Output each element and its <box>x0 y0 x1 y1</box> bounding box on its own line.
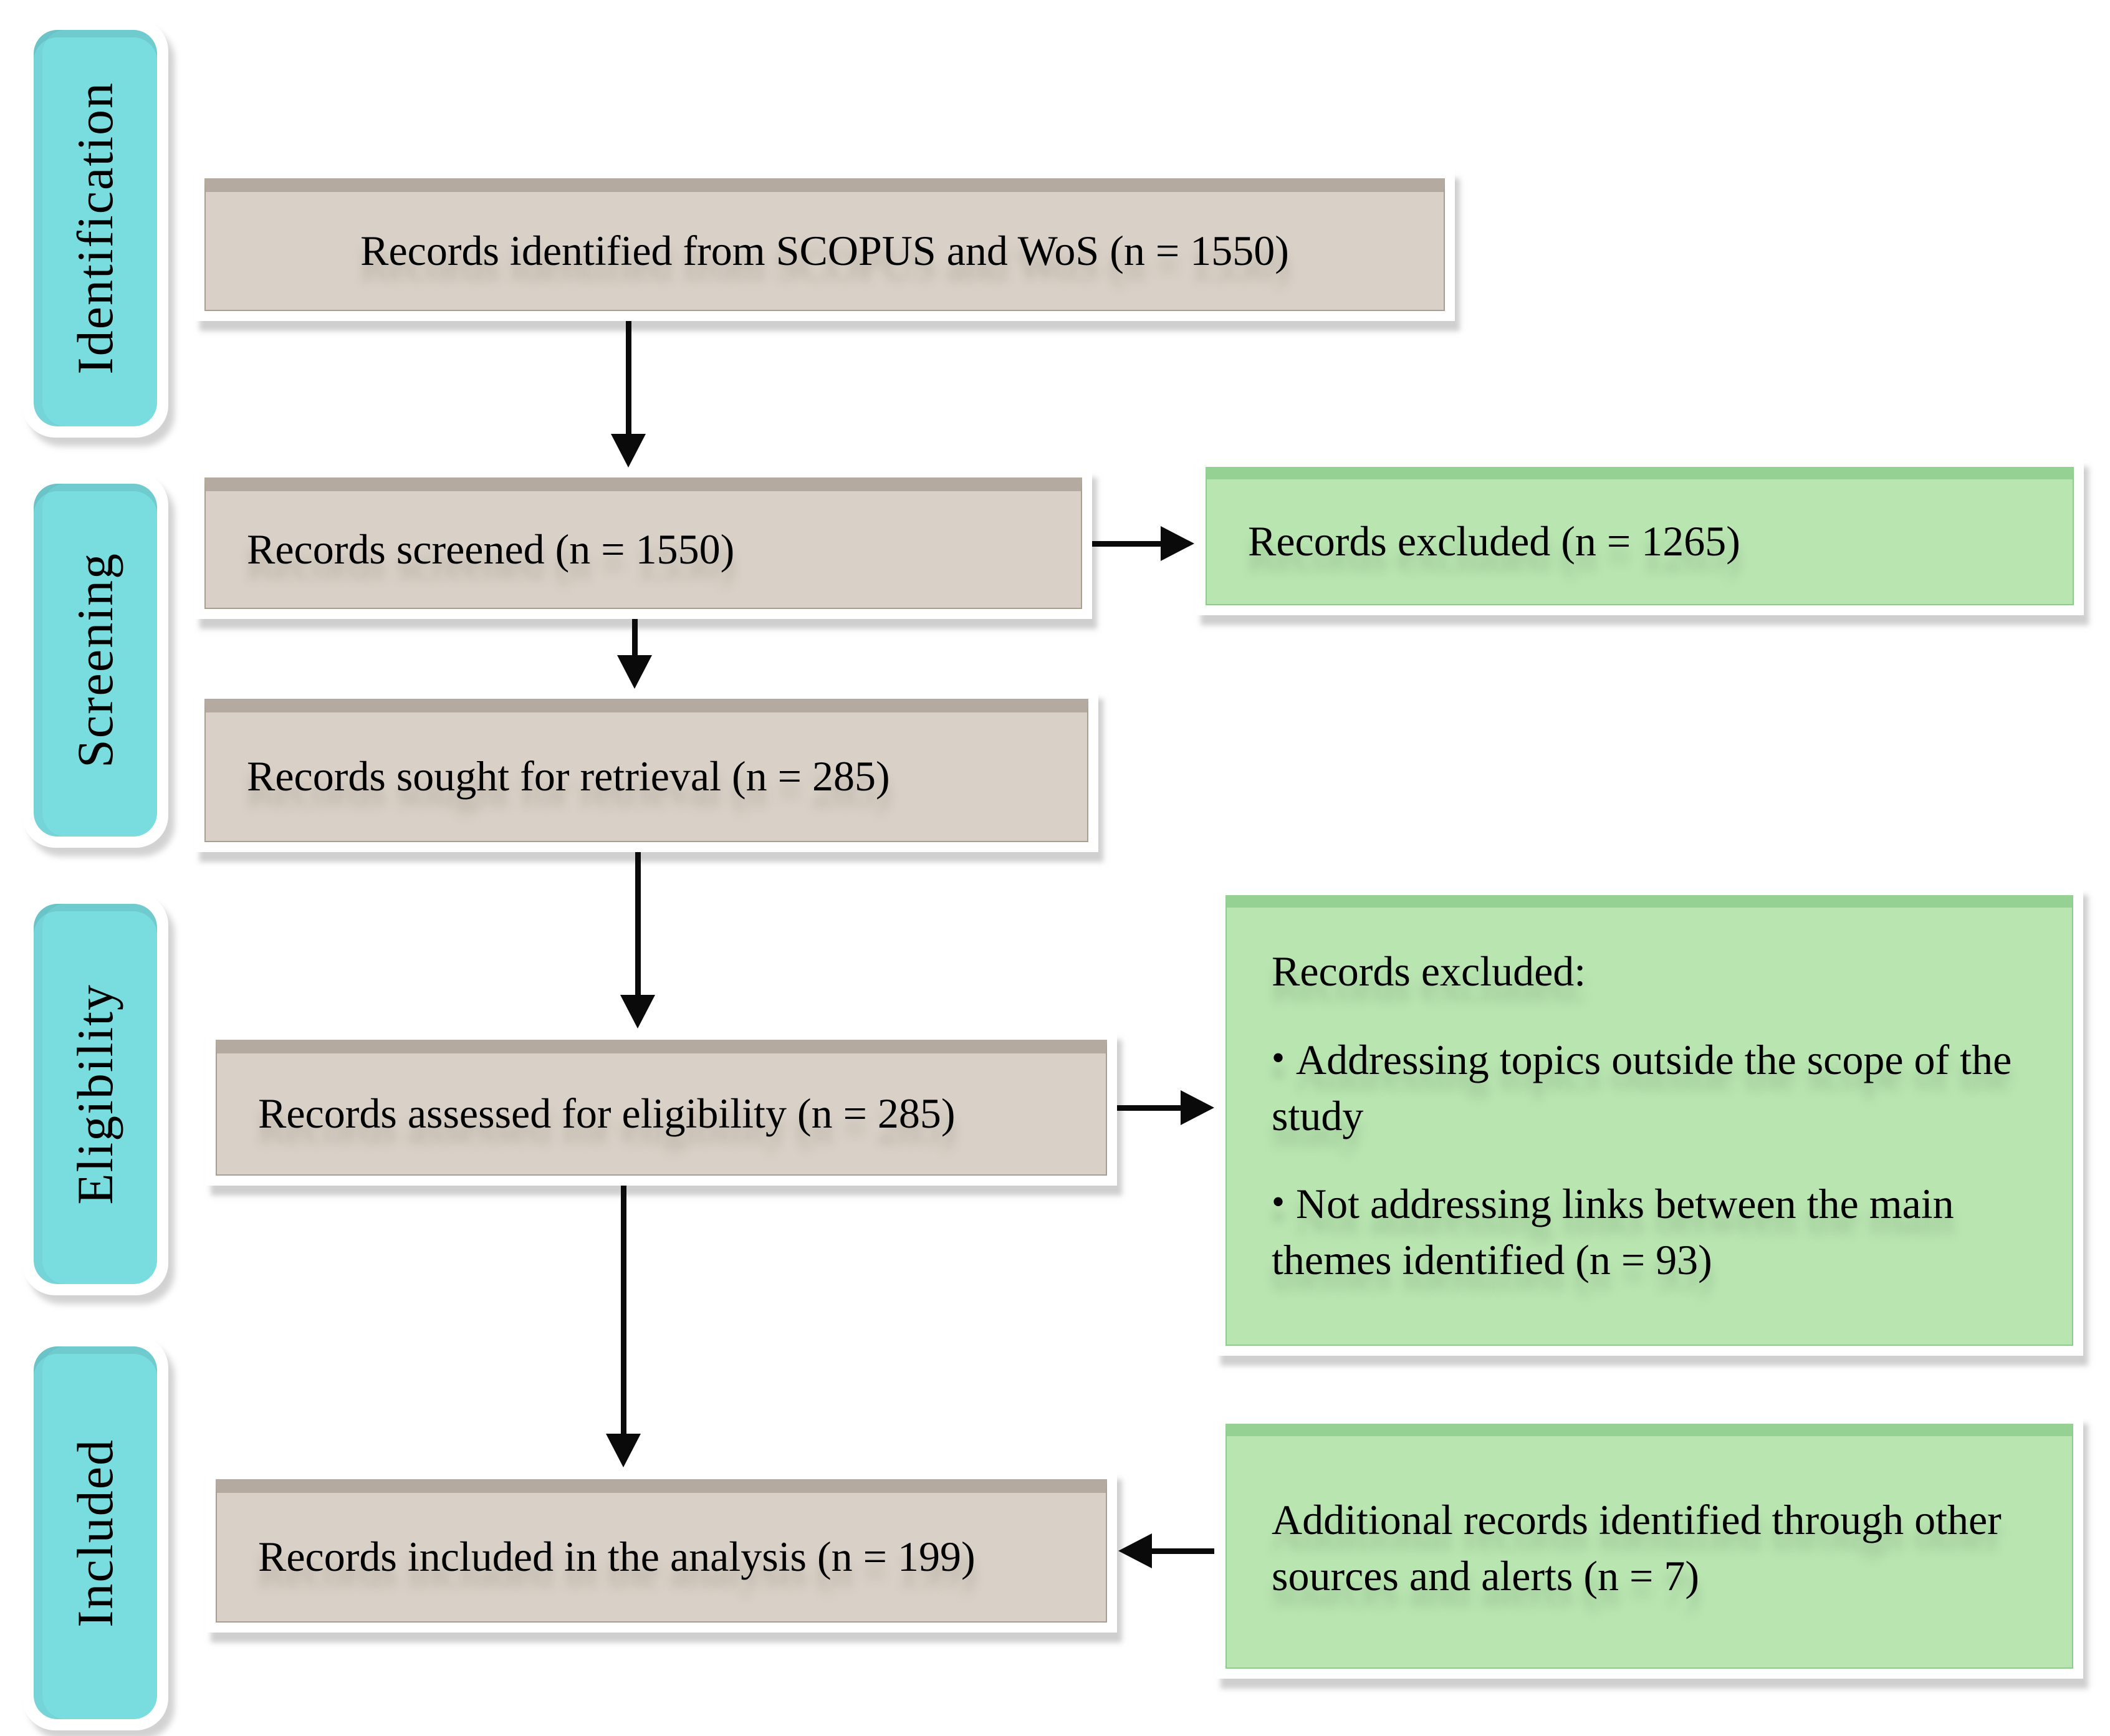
box-records-assessed-text: Records assessed for eligibility (n = 28… <box>216 1040 1107 1176</box>
stage-included: Included <box>22 1335 168 1730</box>
arrow-additional-to-included-head <box>1118 1533 1152 1568</box>
box-excluded-screening-text: Records excluded (n = 1265) <box>1206 467 2074 605</box>
arrow-sought-to-assessed-line <box>635 852 641 996</box>
box-additional-records-content: Additional records identified through ot… <box>1225 1424 2073 1669</box>
stage-identification: Identification <box>22 19 168 438</box>
box-additional-records: Additional records identified through ot… <box>1216 1414 2083 1679</box>
additional-records-text: Additional records identified through ot… <box>1272 1496 2002 1599</box>
excluded-eligibility-title: Records excluded: <box>1272 947 1586 995</box>
box-records-sought: Records sought for retrieval (n = 285) <box>194 689 1098 852</box>
box-excluded-screening: Records excluded (n = 1265) <box>1196 457 2084 615</box>
stage-identification-label: Identification <box>67 82 123 375</box>
box-records-included: Records included in the analysis (n = 19… <box>206 1469 1117 1633</box>
box-records-sought-text: Records sought for retrieval (n = 285) <box>204 699 1088 842</box>
box-records-screened: Records screened (n = 1550) <box>194 468 1092 619</box>
arrow-identified-to-screened-line <box>626 321 631 436</box>
arrow-screened-to-sought-line <box>632 619 638 658</box>
stage-eligibility-label: Eligibility <box>67 983 123 1205</box>
excluded-eligibility-bullet-1: •Addressing topics outside the scope of … <box>1272 1032 2028 1144</box>
box-records-screened-text: Records screened (n = 1550) <box>204 477 1082 609</box>
arrow-screened-to-sought-head <box>617 655 652 689</box>
arrow-screened-to-excluded-head <box>1161 526 1194 561</box>
arrow-assessed-to-excluded-head <box>1181 1090 1214 1125</box>
stage-screening-label: Screening <box>67 552 123 768</box>
stage-screening-fill: Screening <box>34 484 157 837</box>
arrow-assessed-to-excluded-line <box>1117 1105 1183 1111</box>
box-excluded-eligibility: Records excluded: •Addressing topics out… <box>1216 885 2083 1356</box>
stage-included-fill: Included <box>34 1346 157 1719</box>
arrow-identified-to-screened-head <box>611 434 646 468</box>
arrow-screened-to-excluded-line <box>1092 541 1162 547</box>
box-records-identified: Records identified from SCOPUS and WoS (… <box>194 168 1455 321</box>
excluded-eligibility-bullet-1-text: Addressing topics outside the scope of t… <box>1272 1035 2012 1139</box>
arrow-sought-to-assessed-head <box>620 995 655 1029</box>
bullet-icon: • <box>1272 1037 1285 1078</box>
stage-identification-fill: Identification <box>34 30 157 426</box>
stage-eligibility: Eligibility <box>22 893 168 1295</box>
arrow-additional-to-included-line <box>1151 1548 1214 1554</box>
excluded-eligibility-bullet-2-text: Not addressing links between the main th… <box>1272 1180 1954 1283</box>
box-records-included-text: Records included in the analysis (n = 19… <box>216 1479 1107 1623</box>
excluded-eligibility-bullet-2: •Not addressing links between the main t… <box>1272 1176 2028 1288</box>
bullet-icon: • <box>1272 1181 1285 1223</box>
arrow-assessed-to-included-head <box>606 1434 641 1467</box>
stage-eligibility-fill: Eligibility <box>34 904 157 1284</box>
box-excluded-eligibility-content: Records excluded: •Addressing topics out… <box>1225 895 2073 1346</box>
box-records-identified-text: Records identified from SCOPUS and WoS (… <box>204 178 1445 311</box>
arrow-assessed-to-included-line <box>621 1186 626 1435</box>
box-records-assessed: Records assessed for eligibility (n = 28… <box>206 1030 1117 1186</box>
stage-screening: Screening <box>22 472 168 848</box>
stage-included-label: Included <box>67 1438 123 1628</box>
